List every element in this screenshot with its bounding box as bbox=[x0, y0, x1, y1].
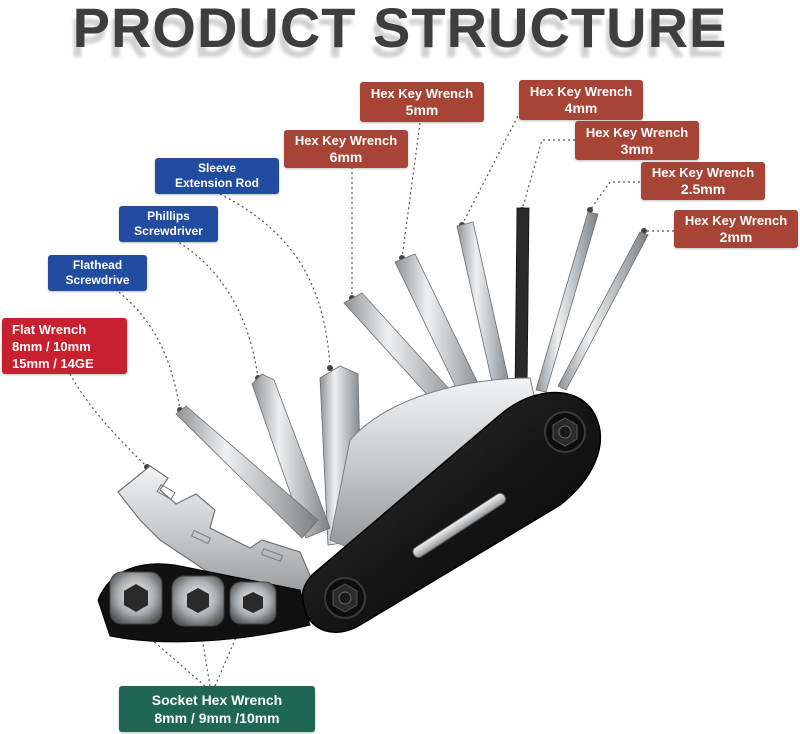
flat-wrench bbox=[117, 465, 313, 611]
bolt-bottom bbox=[324, 577, 366, 619]
label-flat-wrench: Flat Wrench 8mm / 10mm 15mm / 14GE bbox=[2, 318, 127, 374]
tool-body bbox=[301, 391, 602, 633]
hex-keys bbox=[343, 207, 649, 423]
page-title: PRODUCT STRUCTURE bbox=[72, 0, 728, 59]
wrench-engravings bbox=[156, 483, 284, 562]
label-sleeve-extension-rod: Sleeve Extension Rod bbox=[155, 158, 279, 194]
leader-lines bbox=[69, 111, 674, 687]
label-hex-key-4mm: Hex Key Wrench 4mm bbox=[519, 80, 643, 120]
leader-flathead bbox=[114, 288, 181, 411]
hex-key-2-5mm bbox=[535, 211, 599, 393]
socket-8mm bbox=[109, 571, 163, 625]
label-phillips-screwdriver: Phillips Screwdriver bbox=[119, 206, 218, 242]
leader-flat-wrench bbox=[69, 373, 148, 468]
bolt-top bbox=[544, 411, 586, 453]
hex-key-2mm bbox=[557, 231, 649, 391]
leader-sleeve bbox=[219, 193, 331, 369]
leader-phillips bbox=[174, 239, 259, 379]
flathead-screwdriver bbox=[175, 405, 319, 539]
socket-10mm bbox=[229, 581, 277, 625]
leader-socket-1 bbox=[134, 624, 206, 687]
label-hex-key-2-5mm: Hex Key Wrench 2.5mm bbox=[641, 162, 765, 200]
screwdrivers bbox=[175, 365, 363, 546]
hex-sockets bbox=[109, 571, 277, 627]
label-hex-key-5mm: Hex Key Wrench 5mm bbox=[360, 82, 484, 122]
leader-hex25 bbox=[589, 181, 640, 211]
label-hex-key-3mm: Hex Key Wrench 3mm bbox=[575, 121, 699, 160]
label-flathead-screwdriver: Flathead Screwdrive bbox=[48, 255, 147, 291]
leader-hex3 bbox=[521, 139, 575, 211]
socket-9mm bbox=[171, 575, 225, 627]
leader-hex4 bbox=[461, 111, 521, 226]
label-hex-key-6mm: Hex Key Wrench 6mm bbox=[284, 130, 408, 168]
body-slot bbox=[412, 492, 507, 559]
hex-key-3mm bbox=[514, 207, 530, 393]
label-socket-hex-wrench: Socket Hex Wrench 8mm / 9mm /10mm bbox=[119, 686, 315, 732]
label-hex-key-2mm: Hex Key Wrench 2mm bbox=[674, 210, 798, 248]
